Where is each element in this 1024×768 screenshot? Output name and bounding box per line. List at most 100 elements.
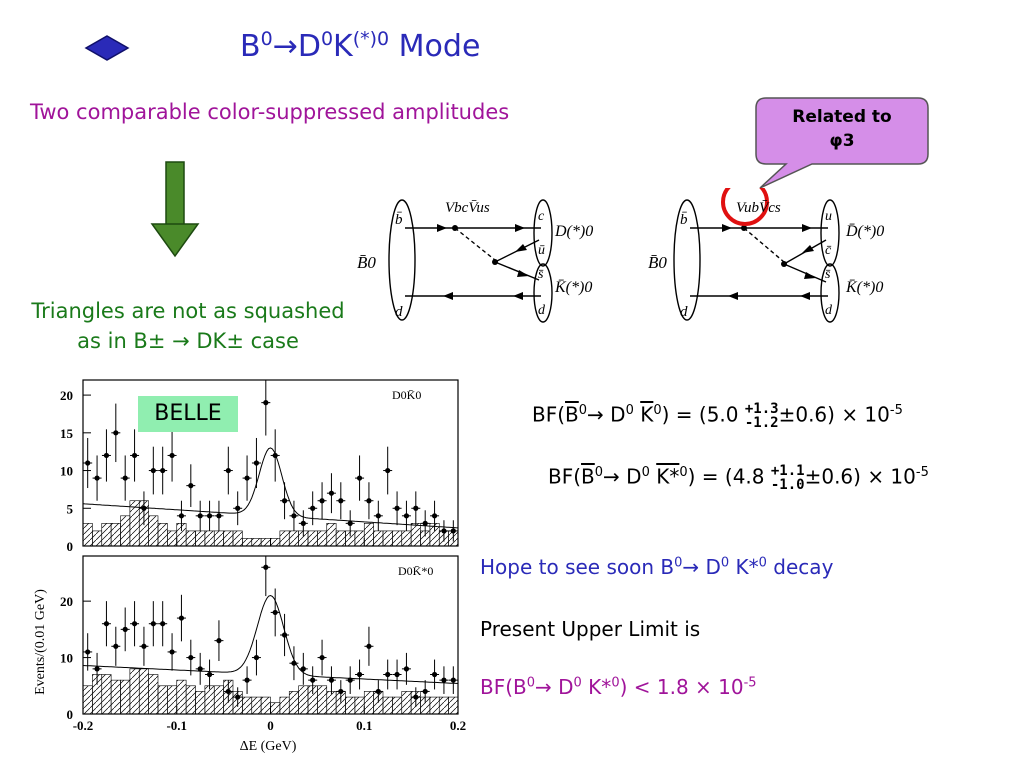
- point-marker: [450, 677, 456, 683]
- histogram-bin: [298, 685, 309, 715]
- data-point: [401, 652, 411, 685]
- point-marker: [366, 643, 372, 649]
- histogram-bin: [392, 696, 403, 715]
- point-marker: [235, 694, 241, 700]
- histogram-bin: [213, 530, 224, 547]
- data-point: [383, 659, 393, 690]
- point-marker: [178, 513, 185, 519]
- callout-bubble: [755, 97, 929, 189]
- quark-label: d: [680, 304, 688, 320]
- x-tick-label: 0.2: [450, 718, 466, 733]
- data-point: [251, 437, 261, 489]
- point-marker: [375, 513, 381, 519]
- y-tick-label: 20: [60, 388, 73, 403]
- histogram-bin: [363, 523, 374, 547]
- data-point: [167, 429, 177, 482]
- point-marker: [122, 475, 128, 481]
- point-marker: [450, 528, 456, 534]
- triangles-line-1: Triangles are not as squashed: [31, 299, 345, 323]
- histogram-bin: [101, 523, 112, 547]
- belle-label: BELLE: [138, 396, 238, 432]
- histogram-bin: [92, 530, 103, 547]
- point-marker: [169, 649, 175, 655]
- data-point: [83, 633, 93, 671]
- histogram-bin: [438, 696, 449, 715]
- point-marker: [131, 452, 138, 459]
- point-marker: [103, 452, 110, 459]
- histogram-bin: [213, 685, 224, 715]
- data-point: [120, 607, 130, 652]
- point-marker: [310, 505, 316, 511]
- y-tick-label: 5: [67, 501, 74, 516]
- top-data-points: [83, 380, 458, 542]
- vertex-label: VbcV̄us: [445, 200, 490, 216]
- data-point: [280, 613, 290, 657]
- point-marker: [272, 452, 278, 459]
- histogram-bin: [354, 696, 365, 715]
- quark-label: b̄: [395, 212, 403, 228]
- histogram-bin: [270, 538, 281, 547]
- histogram-bin: [157, 523, 168, 547]
- histogram-bin: [317, 685, 328, 715]
- data-point: [176, 500, 186, 531]
- point-marker: [225, 688, 231, 695]
- histogram-bin: [110, 523, 121, 547]
- histogram-bin: [345, 696, 356, 715]
- callout-text: Related to φ3: [772, 105, 912, 153]
- upper-limit-result: BF(B0→ D0 K*0) < 1.8 × 10-5: [480, 675, 757, 699]
- point-marker: [244, 677, 250, 683]
- subtitle: Two comparable color-suppressed amplitud…: [30, 100, 510, 124]
- triangles-note: Triangles are not as squashed as in B± →…: [8, 296, 368, 356]
- histogram-bin: [101, 674, 112, 715]
- histogram-bin: [392, 530, 403, 547]
- histogram-bin: [401, 530, 412, 547]
- point-marker: [328, 677, 335, 683]
- data-point: [130, 601, 140, 647]
- down-arrow-icon: [150, 161, 200, 258]
- quark-label: d: [538, 303, 546, 318]
- point-marker: [113, 430, 119, 436]
- histogram-bin: [307, 530, 318, 547]
- feynman-diagram-right: VubV̄cs b̄ d B̄0 u c̄ s̄ d D̄(*)0 K̄(*)0: [648, 188, 884, 323]
- y-axis-label: Events/(0.01 GeV): [33, 589, 48, 695]
- callout-line-2: φ3: [829, 131, 855, 151]
- quark-label: c: [538, 209, 545, 224]
- histogram-bin: [167, 685, 178, 715]
- histogram-bin: [354, 530, 365, 547]
- data-point: [392, 659, 402, 690]
- histogram-bin: [204, 530, 215, 547]
- x-tick-label: 0: [267, 718, 274, 733]
- histogram-bin: [185, 685, 196, 715]
- data-point: [92, 652, 102, 685]
- point-marker: [366, 498, 372, 504]
- quark-label: d: [395, 304, 403, 320]
- point-marker: [150, 467, 156, 474]
- point-marker: [197, 666, 203, 672]
- histogram-bin: [232, 530, 243, 547]
- y-tick-label: 20: [60, 594, 73, 609]
- histogram-bin: [148, 674, 159, 715]
- histogram-bin: [110, 679, 121, 715]
- point-marker: [431, 671, 438, 678]
- bf-result-2: BF(B0→ D0 K*0) = (4.8 +1.1-1.0±0.6) × 10…: [548, 463, 929, 493]
- histogram-bin: [410, 523, 421, 547]
- meson-label: D̄(*)0: [845, 223, 884, 240]
- data-point: [233, 491, 243, 526]
- meson-label: D(*)0: [554, 223, 593, 240]
- point-marker: [235, 505, 241, 511]
- quark-label: s̄: [538, 267, 544, 282]
- data-point: [280, 482, 290, 520]
- data-point: [401, 500, 411, 531]
- histogram-bin: [429, 696, 440, 715]
- histogram-bin: [242, 538, 253, 547]
- point-marker: [338, 688, 344, 695]
- point-marker: [113, 643, 119, 649]
- point-marker: [122, 626, 128, 632]
- data-point: [148, 601, 158, 647]
- point-marker: [160, 467, 166, 474]
- point-marker: [385, 671, 391, 678]
- data-point: [205, 500, 215, 531]
- data-point: [120, 455, 130, 501]
- quark-label: u: [825, 209, 832, 224]
- data-point: [355, 659, 365, 690]
